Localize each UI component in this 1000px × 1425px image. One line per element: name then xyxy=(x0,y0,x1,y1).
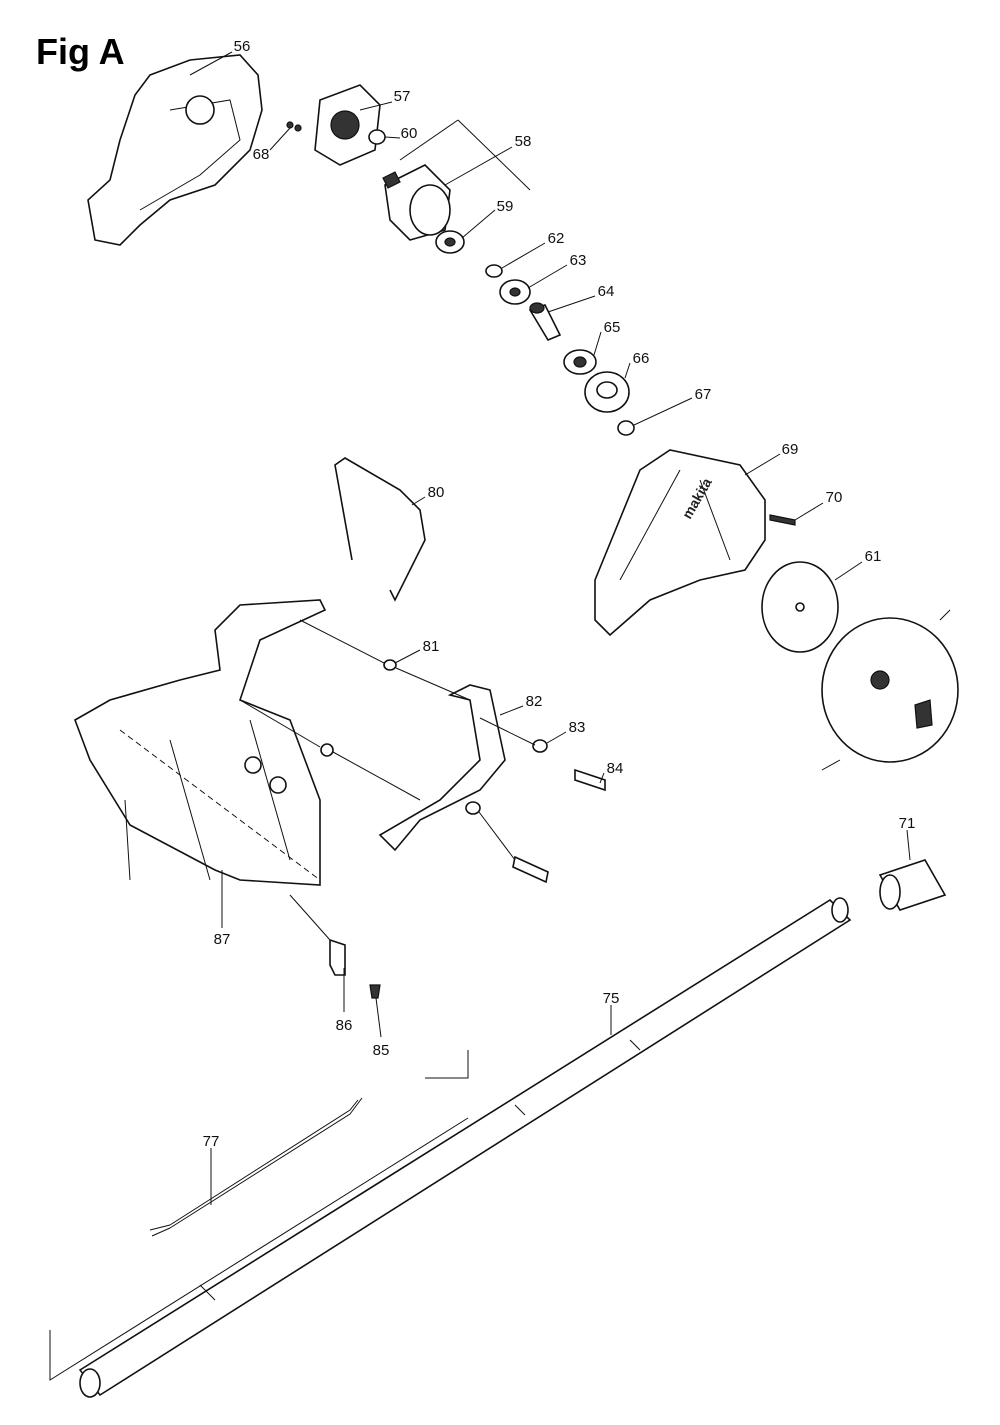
callout-80: 80 xyxy=(428,484,445,501)
callout-60: 60 xyxy=(401,125,418,142)
callout-64: 64 xyxy=(598,283,615,300)
callout-85: 85 xyxy=(373,1042,390,1059)
figure-title: Fig A xyxy=(36,31,125,72)
part-68-screws xyxy=(286,121,302,132)
callout-82: 82 xyxy=(526,693,543,710)
callout-66: 66 xyxy=(633,350,650,367)
part-60-bearing xyxy=(368,129,386,145)
part-84-bolt xyxy=(574,768,606,792)
callout-84: 84 xyxy=(607,760,624,777)
part-69-gear-housing: makita xyxy=(594,449,766,637)
callout-67: 67 xyxy=(695,386,712,403)
part-56-motor-housing xyxy=(87,54,263,246)
part-83-washer xyxy=(532,739,548,753)
callout-70: 70 xyxy=(826,489,843,506)
callout-75: 75 xyxy=(603,990,620,1007)
callout-62: 62 xyxy=(548,230,565,247)
part-82-guard-bracket xyxy=(378,684,506,852)
part-80-wire-guard xyxy=(334,457,426,602)
part-67-o-ring xyxy=(617,420,635,436)
callout-83: 83 xyxy=(569,719,586,736)
callout-56: 56 xyxy=(234,38,251,55)
part-86-clip xyxy=(329,938,346,976)
callout-69: 69 xyxy=(782,441,799,458)
callout-77: 77 xyxy=(203,1133,220,1150)
callout-87: 87 xyxy=(214,931,231,948)
callout-labels: 56 57 60 58 68 59 62 63 64 65 66 67 69 8… xyxy=(203,38,916,1150)
callout-59: 59 xyxy=(497,198,514,215)
part-77-wire xyxy=(149,1097,363,1237)
part-81-nut xyxy=(383,659,397,671)
callout-63: 63 xyxy=(570,252,587,269)
part-75-shaft xyxy=(78,897,852,1398)
part-62-washer xyxy=(485,264,503,278)
part-87-guard xyxy=(74,599,327,886)
callout-71: 71 xyxy=(899,815,916,832)
spool-head xyxy=(821,609,959,771)
part-85-screw xyxy=(369,984,381,999)
leader-lines xyxy=(189,51,911,1205)
callout-68: 68 xyxy=(253,146,270,163)
callout-81: 81 xyxy=(423,638,440,655)
callout-86: 86 xyxy=(336,1017,353,1034)
part-64-spindle xyxy=(528,302,562,342)
callout-58: 58 xyxy=(515,133,532,150)
part-57-field xyxy=(314,84,381,166)
callout-65: 65 xyxy=(604,319,621,336)
callout-57: 57 xyxy=(394,88,411,105)
part-71-coupler xyxy=(878,859,947,911)
part-70-screw xyxy=(769,514,796,526)
part-58-armature xyxy=(382,164,451,241)
callout-61: 61 xyxy=(865,548,882,565)
